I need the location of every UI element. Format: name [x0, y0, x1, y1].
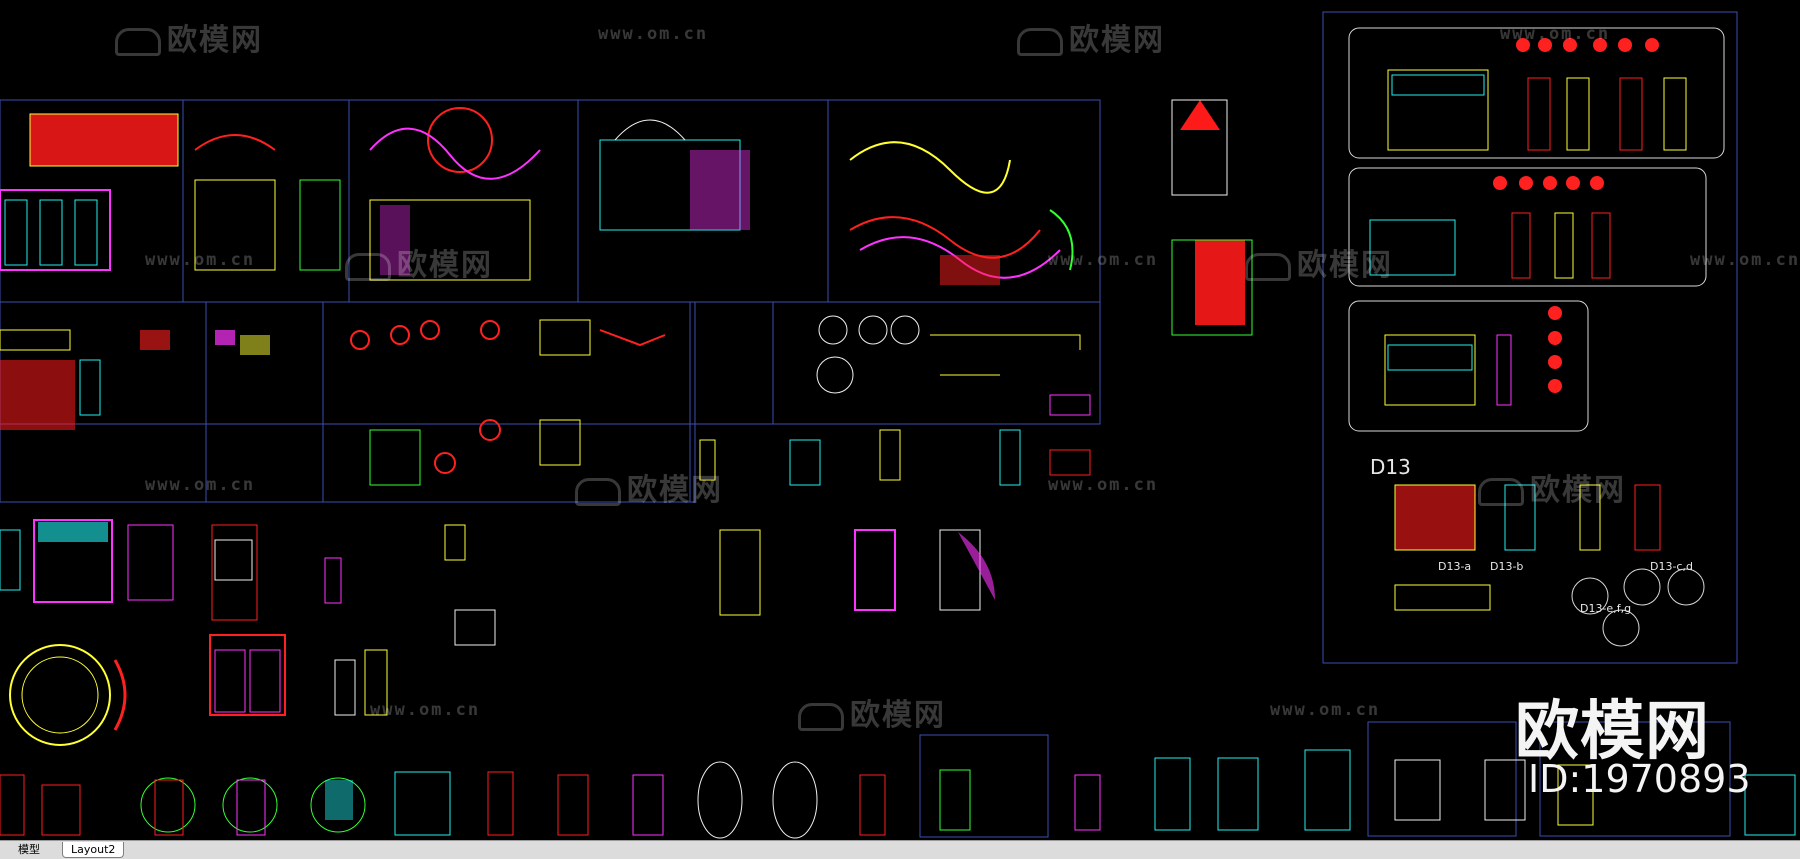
sofa-logo-icon [345, 252, 391, 281]
sheet-frames [0, 11, 1738, 838]
tab-model[interactable]: 模型 [18, 843, 40, 856]
watermark-url: www.om.cn [1270, 700, 1381, 720]
watermark-brand-text: 欧模网 [167, 23, 263, 58]
watermark-url: www.om.cn [370, 700, 481, 720]
detail-label: D13-a [1438, 560, 1472, 573]
sofa-logo-icon [1478, 477, 1524, 506]
drawing-canvas[interactable]: D13 D13-a D13-b D13-c,d D13-e,f,g 欧模网 欧模… [0, 0, 1800, 840]
sofa-logo-icon [1245, 252, 1291, 281]
watermark-brand-text: 欧模网 [1530, 473, 1626, 508]
watermark-brand: 欧模网 [1245, 240, 1393, 284]
detail-panels [1348, 27, 1725, 647]
sheet-label: D13 [1370, 455, 1411, 479]
detail-label: D13-c,d [1650, 560, 1693, 573]
watermark-url: www.om.cn [598, 24, 709, 44]
layout-tab-bar: 模型 Layout2 [0, 840, 1800, 859]
asset-id-watermark: ID:1970893 [1528, 757, 1751, 801]
watermark-brand: 欧模网 [1478, 465, 1626, 509]
watermark-brand-text: 欧模网 [850, 698, 946, 733]
details-right [1369, 38, 1687, 611]
watermark-url: www.om.cn [1048, 475, 1159, 495]
watermark-brand-text: 欧模网 [1297, 248, 1393, 283]
sofa-logo-icon [1017, 27, 1063, 56]
watermark-url: www.om.cn [1500, 24, 1611, 44]
tab-layout2[interactable]: Layout2 [62, 842, 125, 858]
watermark-brand-text: 欧模网 [397, 248, 493, 283]
watermark-url: www.om.cn [1048, 250, 1159, 270]
watermark-url: www.om.cn [145, 475, 256, 495]
elevations-top [0, 99, 1253, 336]
watermark-brand: 欧模网 [798, 690, 946, 734]
door-elevations-bottom [0, 749, 1796, 839]
site-watermark-large: 欧模网 [1515, 695, 1710, 769]
watermark-url: www.om.cn [145, 250, 256, 270]
detail-label: D13-e,f,g [1580, 602, 1632, 615]
watermark-brand-text: 欧模网 [627, 473, 723, 508]
watermark-url: www.om.cn [1690, 250, 1800, 270]
watermark-brand-text: 欧模网 [1069, 23, 1165, 58]
watermark-brand: 欧模网 [115, 15, 263, 59]
sofa-logo-icon [575, 477, 621, 506]
sofa-logo-icon [115, 27, 161, 56]
watermark-brand: 欧模网 [575, 465, 723, 509]
details-middle [0, 315, 1091, 486]
watermark-brand: 欧模网 [1017, 15, 1165, 59]
watermark-brand: 欧模网 [345, 240, 493, 284]
sofa-logo-icon [798, 702, 844, 731]
details-lower [0, 519, 995, 746]
detail-label: D13-b [1490, 560, 1524, 573]
